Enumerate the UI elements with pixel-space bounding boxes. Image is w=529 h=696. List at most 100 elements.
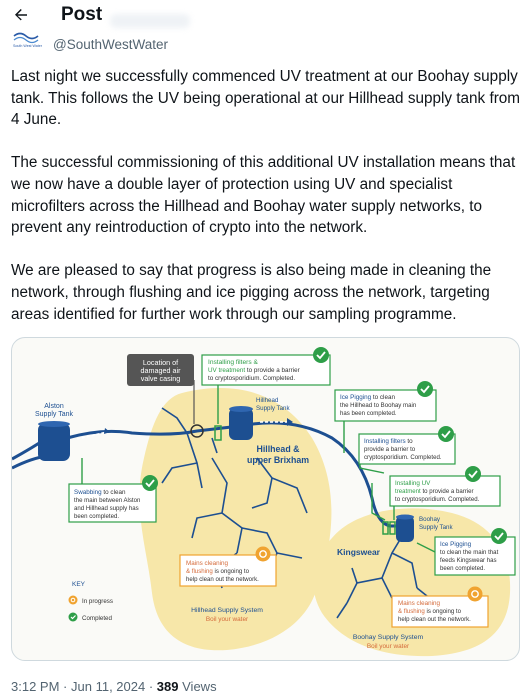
infographic: Location of damaged air valve casing Ins… xyxy=(12,347,516,657)
tweet-paragraph-3: We are pleased to say that progress is a… xyxy=(11,262,492,323)
back-button[interactable] xyxy=(8,2,34,28)
alston-label-2: Supply Tank xyxy=(35,411,74,418)
key-in-progress: In progress xyxy=(82,598,113,605)
hillhead-system-label: Hillhead Supply System xyxy=(191,607,263,614)
tweet-paragraph-2: The successful commissioning of this add… xyxy=(11,154,516,237)
flow-arrows xyxy=(76,421,287,440)
callout-swabbing-title: Swabbing xyxy=(74,489,102,496)
key-title: KEY xyxy=(72,581,86,588)
callout-mains-2-title-2: & flushing xyxy=(398,608,425,615)
tweet-meta: 3:12 PM · Jun 11, 2024 · 389 Views xyxy=(11,679,217,694)
svg-text:treatment to provide a barrier: treatment to provide a barrier xyxy=(395,488,474,495)
callout-mains-2 xyxy=(391,595,489,628)
callout-mains-2-title: Mains cleaning xyxy=(398,600,441,607)
hillhead-filter-marker xyxy=(214,425,222,441)
callout-swabbing-line-1: to clean xyxy=(102,489,126,496)
callout-filters-line-2: provide a barrier to xyxy=(364,446,416,453)
completed-check-icon xyxy=(313,347,329,363)
callout-filters-line-1: to xyxy=(406,438,413,445)
svg-text:Swabbing to clean: Swabbing to clean xyxy=(74,489,126,496)
tweet-date[interactable]: Jun 11, 2024 xyxy=(71,679,146,694)
callout-ice-pigging-2-line-4: been completed. xyxy=(440,565,485,572)
location-label-3: valve casing xyxy=(141,374,181,383)
south-west-water-logo: South West Water xyxy=(13,32,43,48)
svg-text:Ice Pigging to clean: Ice Pigging to clean xyxy=(340,394,395,401)
callout-mains-2-line-3: help clean out the network. xyxy=(398,616,471,623)
hillhead-system-sub: Boil your water xyxy=(206,616,249,623)
callout-ice-pigging-1-line-3: has been completed. xyxy=(340,410,397,417)
callout-swabbing-line-4: been completed. xyxy=(74,513,119,520)
callout-uv xyxy=(389,475,501,507)
location-label-1: Location of xyxy=(143,358,178,367)
completed-check-icon xyxy=(491,528,507,544)
in-progress-icon xyxy=(68,595,78,605)
callout-filters-title: Installing filters xyxy=(364,438,406,445)
callout-filters-uv-line-2: to provide a barrier xyxy=(245,367,300,374)
location-label-2: damaged air xyxy=(141,366,182,375)
alston-label: Alston xyxy=(44,403,64,410)
completed-check-icon xyxy=(68,612,78,622)
completed-check-icon xyxy=(438,426,454,442)
callout-ice-pigging-1 xyxy=(334,389,437,422)
top-bar: Post xyxy=(0,0,529,30)
key-completed: Completed xyxy=(82,615,112,622)
callout-mains-1-title: Mains cleaning xyxy=(186,560,229,567)
callout-mains-2-line-2: is ongoing to xyxy=(425,608,462,615)
callout-swabbing-line-3: and Hillhead supply has xyxy=(74,505,139,512)
callout-ice-pigging-2-line-2: to clean the main that xyxy=(440,549,499,556)
callout-filters-uv xyxy=(201,354,331,386)
alston-tank xyxy=(38,421,70,461)
callout-ice-pigging-2-title: Ice Pigging xyxy=(440,541,472,548)
avatar[interactable]: South West Water xyxy=(11,30,45,50)
page-title: Post xyxy=(61,4,103,25)
completed-check-icon xyxy=(417,381,433,397)
svg-text:UV treatment to provide a barr: UV treatment to provide a barrier xyxy=(208,367,300,374)
author-handle[interactable]: @SouthWestWater xyxy=(53,37,168,52)
callout-uv-title: Installing UV xyxy=(395,480,431,487)
boohay-tank xyxy=(396,514,414,542)
tweet-paragraph-1: Last night we successfully commenced UV … xyxy=(11,68,521,129)
callout-ice-pigging-1-title: Ice Pigging xyxy=(340,394,372,401)
hillhead-tank-label-2: Supply Tank xyxy=(256,405,291,412)
view-count: 389 xyxy=(156,679,179,694)
boohay-filter-marker xyxy=(382,521,389,535)
completed-check-icon xyxy=(465,466,481,482)
author-name-blurred xyxy=(110,14,190,28)
boohay-system-label: Boohay Supply System xyxy=(353,634,424,641)
callout-swabbing-line-2: the main between Alston xyxy=(74,497,140,504)
svg-text:& flushing is ongoing to: & flushing is ongoing to xyxy=(398,608,462,615)
location-box xyxy=(127,354,194,386)
views-label: Views xyxy=(182,679,217,694)
callout-filters-uv-title: Installing filters & xyxy=(208,359,258,366)
callout-ice-pigging-1-line-2: the Hillhead to Boohay main xyxy=(340,402,416,409)
callout-mains-1-title-2: & flushing xyxy=(186,568,213,575)
completed-check-icon xyxy=(142,475,158,491)
in-progress-icon xyxy=(255,546,271,562)
tweet-image[interactable]: Location of damaged air valve casing Ins… xyxy=(11,337,520,661)
boohay-system-sub: Boil your water xyxy=(367,643,410,650)
callout-filters-line-3: cryptosporidium. Completed. xyxy=(364,454,442,461)
callout-uv-title-2: treatment xyxy=(395,488,421,495)
callout-mains-1-line-3: help clean out the network. xyxy=(186,576,259,583)
tweet-time[interactable]: 3:12 PM xyxy=(11,679,60,694)
callout-swabbing xyxy=(68,483,157,523)
hillhead-tank-label: Hillhead xyxy=(256,397,279,404)
tweet-text: Last night we successfully commenced UV … xyxy=(11,66,523,347)
callout-filters-uv-title-2: UV treatment xyxy=(208,367,245,374)
callout-ice-pigging-2-line-3: feeds Kingswear has xyxy=(440,557,497,564)
svg-text:& flushing is ongoing to: & flushing is ongoing to xyxy=(186,568,250,575)
boohay-tank-label-2: Supply Tank xyxy=(419,524,454,531)
hillhead-area-label: Hillhead & xyxy=(256,444,300,454)
air-valve-marker xyxy=(190,424,204,438)
svg-text:Installing filters to: Installing filters to xyxy=(364,438,413,445)
in-progress-icon xyxy=(467,586,483,602)
callout-uv-line-3: to cryptosporidium. Completed. xyxy=(395,496,480,503)
boohay-tank-label: Boohay xyxy=(419,516,441,523)
callout-filters-uv-line-3: to cryptosporidium. Completed. xyxy=(208,375,295,382)
callout-filters xyxy=(358,433,456,465)
callout-mains-1-line-2: is ongoing to xyxy=(213,568,250,575)
callout-uv-line-2: to provide a barrier xyxy=(421,488,474,495)
hillhead-tank xyxy=(229,406,253,440)
kingswear-label: Kingswear xyxy=(337,547,381,557)
logo-text: South West Water xyxy=(13,44,43,48)
